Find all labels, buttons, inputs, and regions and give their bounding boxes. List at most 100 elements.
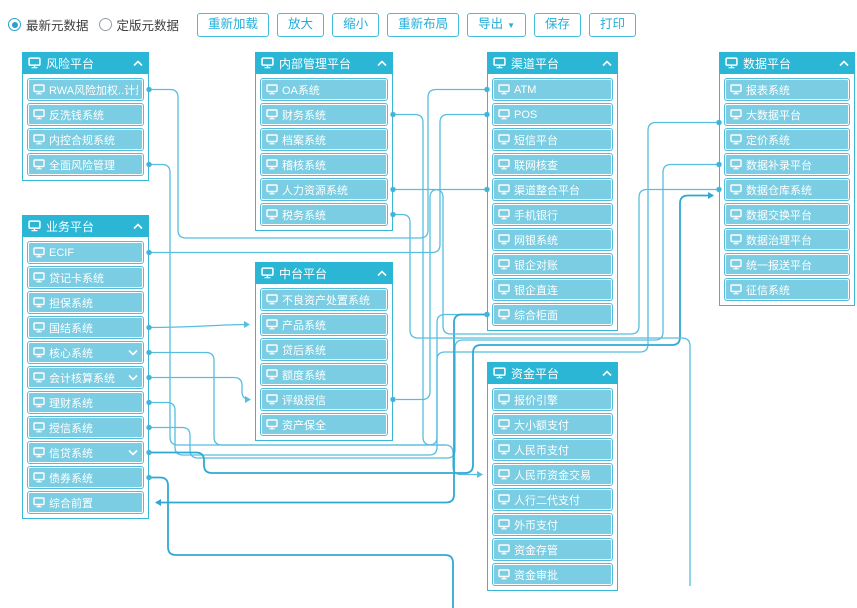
- radio-published-metadata[interactable]: 定版元数据: [98, 15, 179, 34]
- node-item[interactable]: 综合柜面: [493, 304, 612, 325]
- toolbar-buttons: 重新加载放大缩小重新布局导出▼ 保存打印: [197, 13, 644, 37]
- monitor-icon: [33, 497, 45, 508]
- monitor-icon: [498, 519, 510, 530]
- node-label: 数据治理平台: [746, 234, 812, 247]
- node-item[interactable]: 资金审批: [493, 564, 612, 585]
- node-item[interactable]: 稽核系统: [261, 154, 387, 175]
- node-item[interactable]: RWA风险加权..计量系统: [28, 79, 143, 100]
- connection-arrow-icon: [245, 396, 251, 403]
- node-item[interactable]: 会计核算系统: [28, 367, 143, 388]
- node-item[interactable]: 网银系统: [493, 229, 612, 250]
- node-label: 定价系统: [746, 134, 790, 147]
- expand-chevron-icon[interactable]: [128, 449, 138, 456]
- node-item[interactable]: 评级授信: [261, 389, 387, 410]
- connection-line: [393, 113, 446, 446]
- collapse-chevron-icon[interactable]: [377, 59, 387, 67]
- node-item[interactable]: 报表系统: [725, 79, 849, 100]
- collapse-chevron-icon[interactable]: [133, 222, 143, 230]
- node-item[interactable]: 全面风险管理: [28, 154, 143, 175]
- node-label: 资金审批: [514, 569, 558, 582]
- node-item[interactable]: 产品系统: [261, 314, 387, 335]
- node-item[interactable]: 授信系统: [28, 417, 143, 438]
- node-item[interactable]: 联网核查: [493, 154, 612, 175]
- node-item[interactable]: 人民币资金交易: [493, 464, 612, 485]
- node-item[interactable]: 理财系统: [28, 392, 143, 413]
- radio-latest-metadata[interactable]: 最新元数据: [8, 15, 89, 34]
- node-item[interactable]: 数据治理平台: [725, 229, 849, 250]
- node-item[interactable]: 数据补录平台: [725, 154, 849, 175]
- platform-panel-data: 数据平台报表系统大数据平台定价系统数据补录平台数据仓库系统数据交换平台数据治理平…: [719, 52, 855, 306]
- collapse-chevron-icon[interactable]: [377, 269, 387, 277]
- node-item[interactable]: 人民币支付: [493, 439, 612, 460]
- collapse-chevron-icon[interactable]: [133, 59, 143, 67]
- node-item[interactable]: 综合前置: [28, 492, 143, 513]
- node-item[interactable]: 额度系统: [261, 364, 387, 385]
- node-item[interactable]: 资金存管: [493, 539, 612, 560]
- node-item[interactable]: 财务系统: [261, 104, 387, 125]
- node-item[interactable]: 银企直连: [493, 279, 612, 300]
- node-item[interactable]: 数据仓库系统: [725, 179, 849, 200]
- node-item[interactable]: 反洗钱系统: [28, 104, 143, 125]
- node-item[interactable]: 短信平台: [493, 129, 612, 150]
- panel-header-channel[interactable]: 渠道平台: [487, 52, 618, 74]
- node-item[interactable]: 档案系统: [261, 129, 387, 150]
- node-item[interactable]: 信贷系统: [28, 442, 143, 463]
- expand-chevron-icon[interactable]: [128, 349, 138, 356]
- panel-header-business[interactable]: 业务平台: [22, 215, 149, 237]
- node-item[interactable]: ECIF: [28, 242, 143, 263]
- zoom-out-button[interactable]: 缩小: [332, 13, 380, 37]
- node-label: 人民币资金交易: [514, 469, 591, 482]
- node-item[interactable]: 数据交换平台: [725, 204, 849, 225]
- panel-header-middle[interactable]: 中台平台: [255, 262, 393, 284]
- platform-panel-risk: 风险平台 RWA风险加权..计量系统反洗钱系统内控合规系统全面风险管理: [22, 52, 149, 181]
- node-item[interactable]: 担保系统: [28, 292, 143, 313]
- node-item[interactable]: 人力资源系统: [261, 179, 387, 200]
- node-item[interactable]: 外币支付: [493, 514, 612, 535]
- node-item[interactable]: 贷后系统: [261, 339, 387, 360]
- print-button[interactable]: 打印: [589, 13, 637, 37]
- panel-body: OA系统财务系统档案系统稽核系统人力资源系统税务系统: [255, 74, 393, 231]
- monitor-icon: [266, 419, 278, 430]
- node-item[interactable]: 债券系统: [28, 467, 143, 488]
- node-label: 税务系统: [282, 209, 326, 222]
- panel-header-internal-mgmt[interactable]: 内部管理平台: [255, 52, 393, 74]
- node-item[interactable]: 内控合规系统: [28, 129, 143, 150]
- node-item[interactable]: 大小额支付: [493, 414, 612, 435]
- save-button[interactable]: 保存: [534, 13, 582, 37]
- relayout-button[interactable]: 重新布局: [387, 13, 460, 37]
- radio-circle-icon[interactable]: [8, 18, 21, 32]
- panel-header-funds[interactable]: 资金平台: [487, 362, 618, 384]
- node-item[interactable]: 银企对账: [493, 254, 612, 275]
- node-item[interactable]: ATM: [493, 79, 612, 100]
- reload-button[interactable]: 重新加载: [197, 13, 270, 37]
- panel-header-risk[interactable]: 风险平台: [22, 52, 149, 74]
- radio-circle-icon[interactable]: [98, 18, 112, 32]
- node-item[interactable]: POS: [493, 104, 612, 125]
- zoom-in-button[interactable]: 放大: [277, 13, 325, 37]
- monitor-icon: [498, 109, 510, 120]
- node-item[interactable]: 渠道整合平台: [493, 179, 612, 200]
- node-item[interactable]: 不良资产处置系统: [261, 289, 387, 310]
- node-item[interactable]: 定价系统: [725, 129, 849, 150]
- node-item[interactable]: 税务系统: [261, 204, 387, 225]
- collapse-chevron-icon[interactable]: [602, 59, 612, 67]
- collapse-chevron-icon[interactable]: [839, 59, 849, 67]
- node-item[interactable]: 大数据平台: [725, 104, 849, 125]
- node-item[interactable]: 资产保全: [261, 414, 387, 435]
- node-item[interactable]: 手机银行: [493, 204, 612, 225]
- node-label: 国结系统: [49, 322, 93, 335]
- node-item[interactable]: 征信系统: [725, 279, 849, 300]
- monitor-icon: [28, 220, 41, 232]
- node-item[interactable]: 核心系统: [28, 342, 143, 363]
- panel-header-data[interactable]: 数据平台: [719, 52, 855, 74]
- node-label: 征信系统: [746, 284, 790, 297]
- collapse-chevron-icon[interactable]: [602, 369, 612, 377]
- node-item[interactable]: 贷记卡系统: [28, 267, 143, 288]
- export-button[interactable]: 导出▼: [467, 13, 527, 37]
- node-item[interactable]: 统一报送平台: [725, 254, 849, 275]
- node-item[interactable]: 报价引擎: [493, 389, 612, 410]
- node-item[interactable]: 人行二代支付: [493, 489, 612, 510]
- node-item[interactable]: 国结系统: [28, 317, 143, 338]
- expand-chevron-icon[interactable]: [128, 374, 138, 381]
- node-item[interactable]: OA系统: [261, 79, 387, 100]
